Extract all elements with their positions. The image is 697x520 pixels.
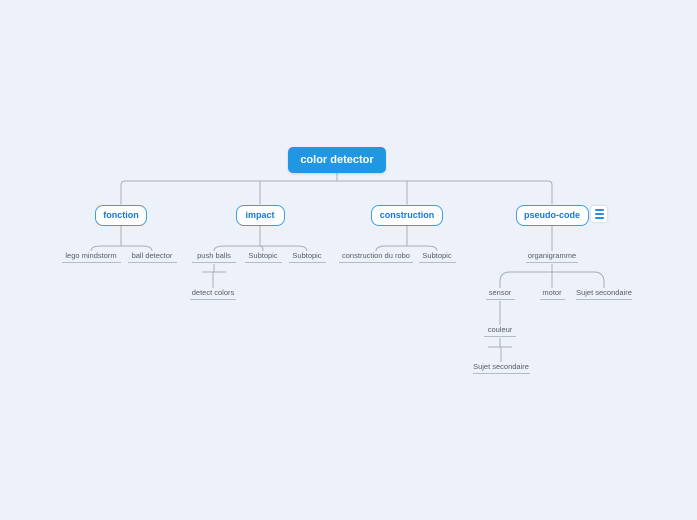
node-label: Subtopic bbox=[292, 251, 322, 260]
node-label: fonction bbox=[103, 210, 139, 220]
node-fonction[interactable]: fonction bbox=[95, 204, 147, 226]
node-label: Sujet secondaire bbox=[576, 288, 632, 297]
node-label: lego mindstorm bbox=[65, 251, 117, 260]
node-lego-mindstorm[interactable]: lego mindstorm bbox=[61, 250, 121, 263]
node-subtopic-2[interactable]: Subtopic bbox=[288, 250, 326, 263]
node-label: pseudo-code bbox=[523, 210, 580, 220]
node-construction[interactable]: construction bbox=[371, 204, 443, 226]
node-root[interactable]: color detector bbox=[288, 147, 386, 173]
node-label: color detector bbox=[300, 154, 374, 166]
node-label: motor bbox=[542, 288, 562, 297]
connector-construction bbox=[375, 225, 438, 252]
hamburger-icon bbox=[594, 213, 604, 215]
node-push-balls[interactable]: push balls bbox=[192, 250, 236, 263]
node-detect-colors[interactable]: detect colors bbox=[190, 287, 236, 300]
connector-root bbox=[120, 173, 553, 205]
node-sujet-secondaire-2[interactable]: Sujet secondaire bbox=[472, 361, 530, 374]
node-menu-button[interactable] bbox=[591, 206, 607, 222]
node-construction-du-robo[interactable]: construction du robo bbox=[339, 250, 413, 263]
node-label: ball detector bbox=[131, 251, 173, 260]
node-label: construction bbox=[379, 210, 435, 220]
node-sujet-secondaire-1[interactable]: Sujet secondaire bbox=[576, 287, 632, 300]
node-subtopic-1[interactable]: Subtopic bbox=[244, 250, 282, 263]
node-label: Sujet secondaire bbox=[473, 362, 529, 371]
node-label: impact bbox=[245, 210, 275, 220]
node-pseudo-code[interactable]: pseudo-code bbox=[515, 204, 589, 226]
node-label: construction du robo bbox=[342, 251, 410, 260]
hamburger-icon bbox=[594, 217, 604, 219]
node-label: Subtopic bbox=[248, 251, 278, 260]
node-sensor[interactable]: sensor bbox=[485, 287, 515, 300]
node-label: push balls bbox=[197, 251, 231, 260]
node-label: couleur bbox=[487, 325, 513, 334]
connector-push-balls bbox=[202, 264, 226, 288]
node-subtopic-3[interactable]: Subtopic bbox=[418, 250, 456, 263]
node-label: sensor bbox=[488, 288, 512, 297]
connector-impact bbox=[213, 225, 308, 252]
node-organigramme[interactable]: organigramme bbox=[526, 250, 578, 263]
node-couleur[interactable]: couleur bbox=[484, 324, 516, 337]
hamburger-icon bbox=[594, 209, 604, 211]
connector-couleur bbox=[488, 338, 512, 362]
node-impact[interactable]: impact bbox=[235, 204, 285, 226]
connector-organigramme bbox=[499, 264, 605, 288]
node-ball-detector[interactable]: ball detector bbox=[127, 250, 177, 263]
node-label: organigramme bbox=[527, 251, 577, 260]
node-motor[interactable]: motor bbox=[539, 287, 565, 300]
connector-fonction bbox=[90, 225, 153, 252]
node-label: detect colors bbox=[191, 288, 235, 297]
node-label: Subtopic bbox=[422, 251, 452, 260]
